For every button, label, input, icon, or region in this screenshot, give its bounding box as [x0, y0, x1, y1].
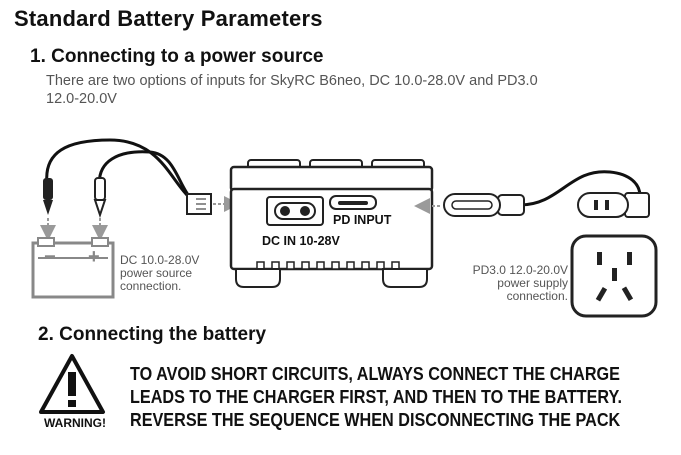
section1-heading: 1. Connecting to a power source	[30, 46, 324, 67]
intro-line-2: 12.0-20.0V	[46, 91, 117, 107]
port-pd-label: PD INPUT	[333, 213, 392, 227]
warning-label: WARNING!	[44, 416, 106, 430]
dc-caption-line-2: power source	[120, 266, 193, 280]
ac-plug-icon	[577, 192, 650, 218]
usb-c-plug-icon	[443, 170, 642, 217]
warning-triangle-icon	[39, 354, 105, 414]
wall-outlet-icon	[570, 234, 658, 318]
pd-caption-line-2: power supply	[497, 276, 568, 290]
warning-line-2: LEADS TO THE CHARGER FIRST, AND THEN TO …	[130, 387, 623, 407]
intro-line-1: There are two options of inputs for SkyR…	[46, 73, 538, 89]
alligator-clip-icon	[43, 138, 212, 219]
port-dc-label: DC IN 10-28V	[262, 234, 340, 248]
pd-caption-line-3: connection.	[506, 289, 568, 303]
charger-device-icon	[229, 159, 434, 288]
page-title: Standard Battery Parameters	[14, 6, 323, 31]
dc-caption: DC 10.0-28.0V power source connection.	[120, 254, 199, 293]
pd-caption: PD3.0 12.0-20.0V power supply connection…	[452, 264, 568, 303]
battery-icon	[31, 237, 115, 299]
warning-text: TO AVOID SHORT CIRCUITS, ALWAYS CONNECT …	[130, 363, 622, 432]
dc-caption-line-3: connection.	[120, 279, 182, 293]
warning-line-1: TO AVOID SHORT CIRCUITS, ALWAYS CONNECT …	[130, 364, 620, 384]
pd-caption-line-1: PD3.0 12.0-20.0V	[472, 263, 568, 277]
section1-intro: There are two options of inputs for SkyR…	[46, 72, 666, 108]
battery-minus: −	[44, 246, 56, 268]
battery-plus: +	[88, 246, 100, 268]
warning-line-3: REVERSE THE SEQUENCE WHEN DISCONNECTING …	[130, 410, 621, 430]
section2-heading: 2. Connecting the battery	[38, 324, 267, 345]
dc-caption-line-1: DC 10.0-28.0V	[120, 253, 200, 267]
